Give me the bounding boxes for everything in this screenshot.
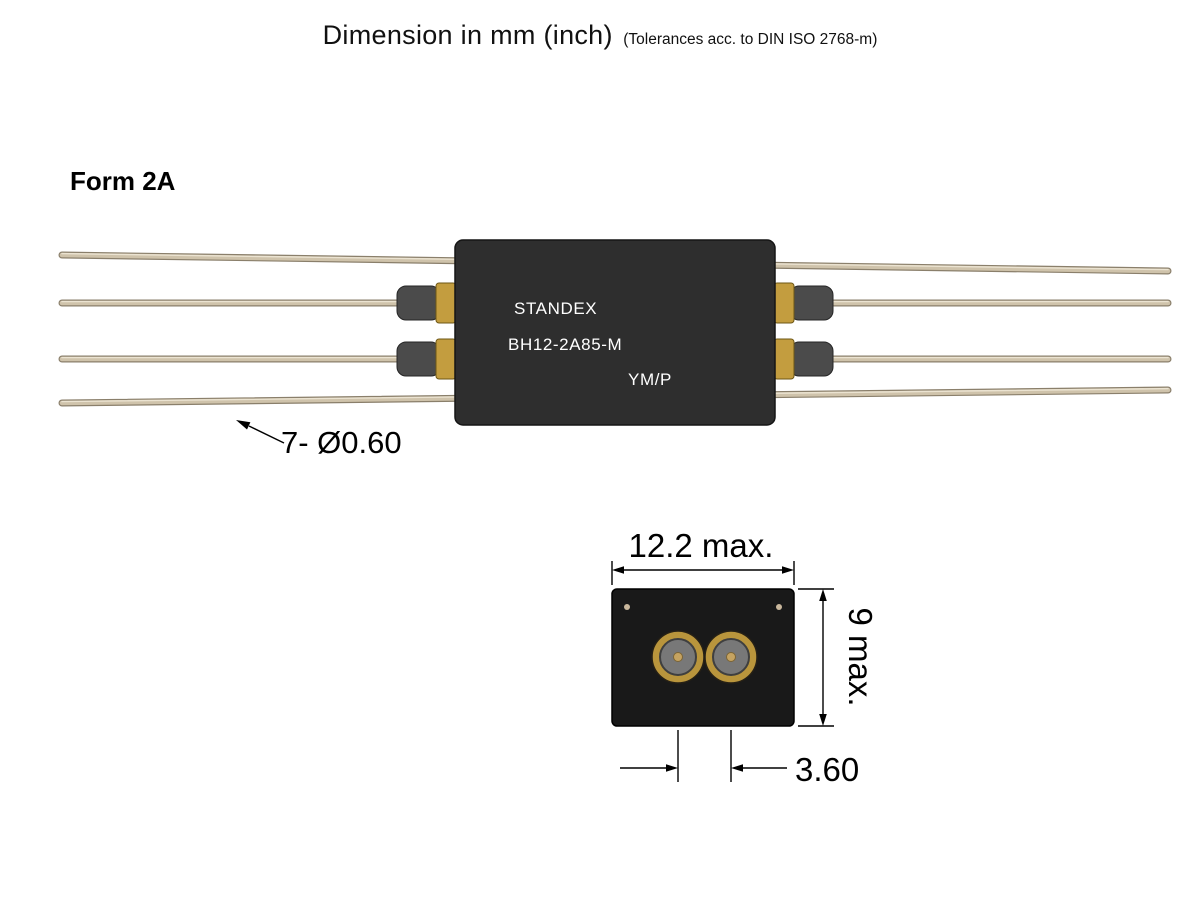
arrowhead <box>731 764 743 772</box>
arrowhead <box>782 566 794 574</box>
terminal-left <box>651 630 705 684</box>
seal-boot <box>396 285 441 321</box>
gold-ferrule <box>773 338 795 380</box>
reed-seal-right-lower <box>773 338 834 380</box>
title-main: Dimension in mm (inch) <box>322 20 613 50</box>
width-dimension-label: 12.2 max. <box>629 527 774 564</box>
reed-seal-left-lower <box>396 338 457 380</box>
gold-ferrule <box>435 338 457 380</box>
terminal-center-pin <box>673 652 683 662</box>
end-view: 12.2 max. 9 max. 3.60 <box>611 527 879 788</box>
relay-date-code-label: YM/P <box>628 370 672 389</box>
terminal-right <box>704 630 758 684</box>
form-label: Form 2A <box>70 166 176 196</box>
lead-diameter-label: 7- Ø0.60 <box>281 425 402 460</box>
relay-brand-label: STANDEX <box>514 299 597 318</box>
lead-diameter-callout: 7- Ø0.60 <box>236 420 402 460</box>
terminal-center-pin <box>726 652 736 662</box>
height-dimension: 9 max. <box>798 588 879 727</box>
corner-pin-right <box>776 604 782 610</box>
gold-ferrule <box>773 282 795 324</box>
reed-seal-right-upper <box>773 282 834 324</box>
drawing-title: Dimension in mm (inch) (Tolerances acc. … <box>0 20 1200 51</box>
relay-part-number-label: BH12-2A85-M <box>508 335 622 354</box>
height-dimension-label: 9 max. <box>842 607 879 706</box>
width-dimension: 12.2 max. <box>611 527 795 585</box>
side-view: STANDEX BH12-2A85-M YM/P 7- Ø0.60 <box>58 239 1172 460</box>
seal-boot <box>789 341 834 377</box>
arrowhead <box>666 764 678 772</box>
gold-ferrule <box>435 282 457 324</box>
seal-boot <box>789 285 834 321</box>
pitch-dimension-label: 3.60 <box>795 751 859 788</box>
corner-pin-left <box>624 604 630 610</box>
title-tolerance-note: (Tolerances acc. to DIN ISO 2768-m) <box>623 31 878 48</box>
reed-seal-left-upper <box>396 282 457 324</box>
arrowhead <box>612 566 624 574</box>
leader-arrowhead <box>236 420 251 430</box>
arrowhead <box>819 589 827 601</box>
relay-body <box>454 239 776 426</box>
seal-boot <box>396 341 441 377</box>
pitch-dimension: 3.60 <box>620 730 859 788</box>
leader-line <box>248 425 285 444</box>
arrowhead <box>819 714 827 726</box>
